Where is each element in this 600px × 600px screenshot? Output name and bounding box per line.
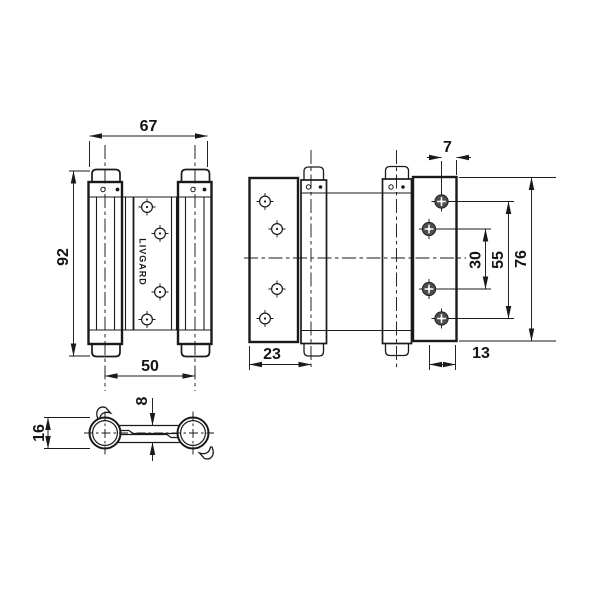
dim-leaf-thickness: 8	[134, 396, 156, 461]
upper-leaf	[111, 424, 186, 435]
lower-leaf	[112, 433, 188, 444]
svg-text:92: 92	[55, 248, 72, 266]
screw-hole	[150, 224, 170, 243]
dim-hole-to-edge-top: 7	[427, 139, 471, 195]
top-view: 16 8	[31, 396, 214, 461]
barrel-bottom-cap	[384, 343, 410, 357]
adjustment-hole	[388, 184, 394, 190]
svg-text:55: 55	[490, 251, 507, 269]
dim-overall-width: 67	[89, 118, 208, 167]
dim-hole-to-edge-bottom: 13	[429, 345, 490, 370]
right-barrel-top-cap	[180, 168, 211, 182]
screw-hole	[137, 310, 157, 329]
adjustment-pin	[401, 185, 405, 189]
adjustment-pin	[115, 187, 120, 192]
dim-barrel-diameter: 16	[31, 417, 90, 449]
left-leaf-plate	[248, 176, 300, 344]
screw-hole	[137, 197, 157, 217]
svg-text:13: 13	[472, 345, 490, 362]
left-barrel-bottom-cap	[91, 344, 121, 358]
barrel-bottom-cap	[303, 343, 325, 357]
dim-outer-hole-spacing: 55	[449, 201, 514, 319]
dim-overall-height: 92	[55, 170, 90, 357]
svg-text:30: 30	[468, 251, 485, 269]
dim-plate-height: 76	[459, 177, 556, 342]
svg-text:16: 16	[31, 424, 48, 442]
svg-text:23: 23	[263, 346, 281, 363]
adjustment-pin	[318, 185, 323, 189]
barrel-column	[300, 179, 328, 345]
spring-hook	[197, 446, 214, 460]
barrel-top-cap	[384, 165, 410, 179]
front-view: LIVGARD 67 92 50	[55, 118, 213, 391]
svg-text:8: 8	[134, 396, 151, 405]
dim-left-leaf-width: 23	[249, 346, 312, 370]
left-barrel-top-cap	[91, 168, 121, 182]
adjustment-pin	[202, 187, 207, 192]
barrel-column	[381, 178, 413, 345]
spring-hook	[96, 406, 113, 420]
svg-text:50: 50	[141, 358, 159, 375]
adjustment-hole	[305, 184, 312, 190]
svg-text:7: 7	[443, 139, 452, 156]
right-leaf-plate	[411, 175, 458, 343]
screw-hole	[150, 282, 170, 302]
dim-inner-hole-spacing: 30	[436, 228, 491, 290]
barrel-top-cap	[303, 166, 325, 180]
brand-label: LIVGARD	[138, 238, 148, 286]
dim-barrel-spacing: 50	[104, 358, 196, 379]
svg-text:76: 76	[513, 250, 530, 268]
side-view: 7 76 55 30 23	[244, 139, 556, 370]
svg-text:67: 67	[140, 118, 158, 135]
right-barrel-bottom-cap	[180, 344, 211, 358]
